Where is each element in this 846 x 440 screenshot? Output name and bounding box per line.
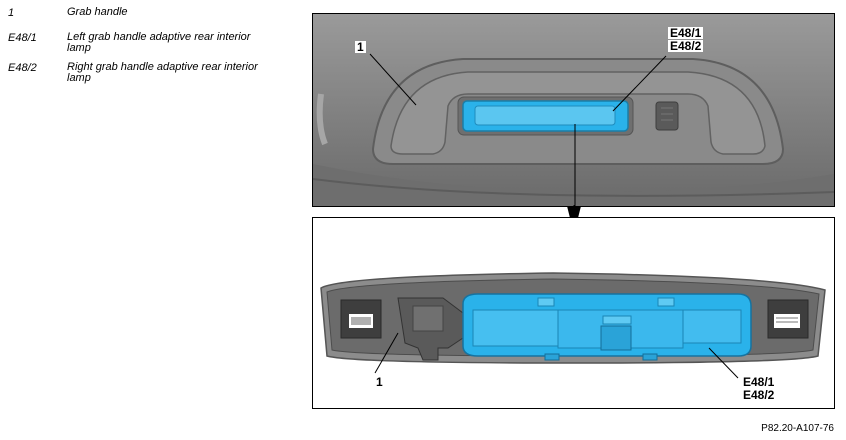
callout-lamp-left: E48/1 (668, 26, 704, 40)
legend-row-left-lamp: E48/1 Left grab handle adaptive rear int… (8, 32, 298, 62)
legend-desc: Right grab handle adaptive rear interior… (67, 61, 258, 84)
legend-code: E48/2 (8, 62, 37, 74)
detail-view-panel: 1 E48/1 E48/2 (312, 217, 835, 409)
legend-row-right-lamp: E48/2 Right grab handle adaptive rear in… (8, 62, 298, 87)
legend-code: E48/1 (8, 32, 37, 44)
installed-view-illustration (313, 14, 834, 206)
grab-handle (390, 71, 766, 155)
callout-handle: 1 (355, 40, 366, 54)
legend-code: 1 (8, 7, 15, 19)
legend-desc: Left grab handle adaptive rear interior … (67, 31, 251, 54)
legend-row-grab-handle: 1 Grab handle (8, 7, 298, 32)
detail-view-illustration (320, 272, 826, 379)
callout-lamp-left: E48/1 (743, 375, 775, 389)
legend-desc: Grab handle (67, 6, 128, 18)
callout-handle: 1 (376, 375, 383, 389)
legend: 1 Grab handle E48/1 Left grab handle ada… (8, 7, 298, 87)
installed-view-panel: 1 E48/1 E48/2 (312, 13, 835, 207)
callout-lamp-right: E48/2 (743, 388, 775, 402)
callout-lamp-right: E48/2 (668, 39, 704, 53)
document-id: P82.20-A107-76 (761, 423, 834, 434)
